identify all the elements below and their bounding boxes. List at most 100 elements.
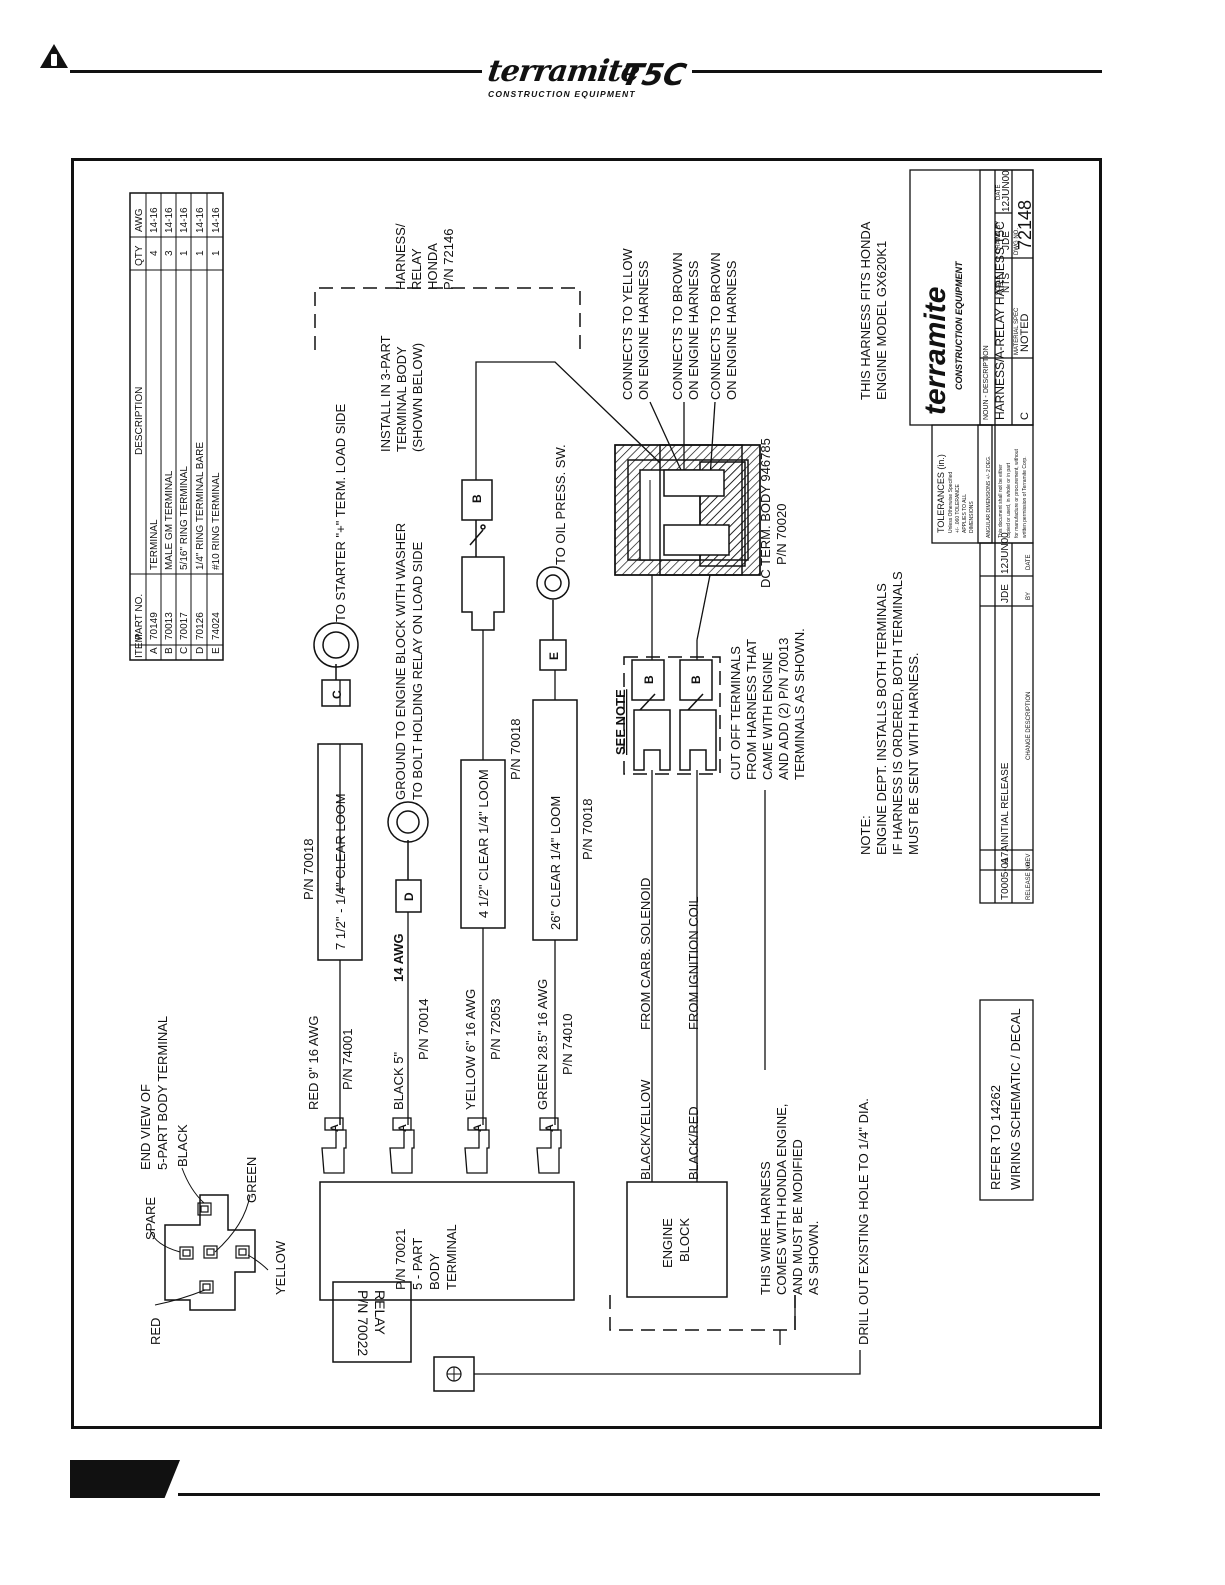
fits-note-1: THIS HARNESS FITS HONDA — [858, 221, 873, 400]
green-wire-pn: P/N 74010 — [560, 1014, 575, 1075]
honda-note-4: AS SHOWN. — [806, 1221, 821, 1295]
drawing-frame — [71, 158, 1102, 1429]
cutoff-note-5: TERMINALS AS SHOWN. — [792, 628, 807, 780]
dc-terminal-body — [614, 444, 761, 576]
drill-note: DRILL OUT EXISTING HOLE TO 1/4" DIA. — [856, 1098, 871, 1345]
parts-row-d-desc: 1/4" RING TERMINAL BARE — [195, 442, 206, 570]
engine-note-4: MUST BE SENT WITH HARNESS. — [906, 653, 921, 856]
engine-block-label-1: ENGINE — [660, 1218, 675, 1268]
install-note-3: (SHOWN BELOW) — [410, 343, 425, 452]
black-wire-pn: P/N 70014 — [416, 999, 431, 1060]
ring-terminal-d — [387, 801, 429, 913]
engine-note-1: NOTE: — [858, 815, 873, 855]
proprietary-line-3: for manufacture or procurement, without — [1014, 448, 1020, 538]
ground-destination-2: TO BOLT HOLDING RELAY ON LOAD SIDE — [410, 542, 425, 800]
tolerances-line-2: +/- .060 TOLERANCE — [955, 483, 961, 533]
install-note-2: TERMINAL BODY — [394, 346, 409, 452]
dc-body-label-1: DC TERM. BODY 946785 — [758, 438, 773, 588]
title-block-rev-letter: C — [1019, 412, 1031, 420]
tolerances-line-3: APPLIES TO ALL — [962, 494, 968, 533]
red-wire-spec: RED 9" 16 AWG — [306, 1016, 321, 1110]
body-terminal-5part: 5 - PART — [410, 1238, 425, 1290]
honda-note-1: THIS WIRE HARNESS — [758, 1161, 773, 1295]
yellow-loom-pn: P/N 70018 — [508, 719, 523, 780]
terminal-letter-c: C — [330, 690, 344, 699]
title-block-material-label: MATERIAL SPEC — [1014, 307, 1020, 355]
parts-row-c-item: C — [179, 647, 190, 654]
parts-row-b-desc: MALE GM TERMINAL — [164, 470, 175, 570]
ring-terminal-c — [313, 622, 359, 707]
revision-header-release: RELEASE NO. — [1026, 860, 1032, 900]
parts-row-c-qty: 1 — [179, 250, 190, 256]
parts-row-d-item: D — [195, 647, 206, 654]
parts-table: ITEM PART NO. DESCRIPTION QTY AWG A 7014… — [129, 192, 224, 661]
parts-row-d-qty: 1 — [195, 250, 206, 256]
parts-header-partno: PART NO. — [134, 594, 145, 640]
red-loom-label: 7 1/2" - 1/4" CLEAR LOOM — [333, 793, 348, 950]
title-block-material: NOTED — [1019, 313, 1031, 352]
install-note-1: INSTALL IN 3-PART — [378, 335, 393, 452]
engine-block: ENGINE BLOCK — [626, 1181, 728, 1298]
parts-row-c-awg: 14-16 — [179, 207, 190, 233]
relay: RELAY P/N 70022 — [332, 1281, 475, 1392]
body-terminal-body: BODY — [427, 1253, 442, 1290]
ground-destination-1: GROUND TO ENGINE BLOCK WITH WASHER — [393, 523, 408, 800]
terminal-a-black — [389, 1117, 415, 1174]
connects-yellow-2: ON ENGINE HARNESS — [636, 260, 651, 400]
parts-row-d-awg: 14-16 — [195, 207, 206, 233]
parts-row-c-part: 70017 — [179, 612, 190, 640]
title-block-drawn-label: DRAWN BY — [996, 221, 1002, 253]
engine-note-2: ENGINE DEPT. INSTALLS BOTH TERMINALS — [874, 583, 889, 855]
terminal-letter-a-black: A — [397, 1124, 409, 1132]
revision-by: JDE — [1000, 584, 1011, 603]
see-note-enclosure — [623, 656, 721, 775]
title-block-noun-label: NOUN - DESCRIPTION — [983, 345, 990, 420]
end-view-label-spare: SPARE — [143, 1197, 158, 1240]
wires — [339, 361, 861, 1375]
tolerances-line-1: Unless Otherwise Specified — [948, 472, 954, 533]
title-block-scale-label: SCALE — [996, 275, 1002, 295]
parts-row-a-item: A — [149, 647, 160, 654]
harness-enclosure-bottom — [609, 1295, 796, 1331]
fits-note-2: ENGINE MODEL GX620K1 — [874, 241, 889, 400]
parts-row-c-desc: 5/16" RING TERMINAL — [179, 466, 190, 570]
terminal-letter-d: D — [402, 892, 416, 901]
terminal-letter-a-green: A — [544, 1124, 556, 1132]
starter-destination: TO STARTER "+" TERM. LOAD SIDE — [333, 404, 348, 622]
refer-note-2: WIRING SCHEMATIC / DECAL — [1008, 1008, 1023, 1190]
page-tab — [70, 1460, 180, 1498]
connects-brown-1: CONNECTS TO BROWN — [670, 252, 685, 400]
revision-header-change: CHANGE DESCRIPTION — [1026, 692, 1032, 760]
male-terminal-b-yellow — [461, 479, 505, 631]
dc-body-label-2: P/N 70020 — [774, 504, 789, 565]
red-wire-pn: P/N 74001 — [340, 1029, 355, 1090]
tolerances-title: TOLERANCES (in.) — [936, 454, 946, 533]
header-rule-right — [692, 70, 1102, 73]
terminal-a-green — [536, 1117, 562, 1174]
revision-header-date: DATE — [1026, 554, 1032, 570]
terminal-letter-e: E — [547, 652, 561, 660]
refer-note-1: REFER TO 14262 — [988, 1085, 1003, 1190]
revision-date: 12JUN00 — [1000, 532, 1011, 574]
end-view-label-green: GREEN — [244, 1157, 259, 1203]
end-view-label-red: RED — [148, 1318, 163, 1345]
tolerances-line-4: DIMENSIONS — [969, 501, 975, 533]
parts-header-awg: AWG — [134, 208, 145, 232]
yellow-loom — [460, 759, 506, 929]
yellow-wire-spec: YELLOW 6" 16 AWG — [463, 989, 478, 1110]
cutoff-note-1: CUT OFF TERMINALS — [728, 646, 743, 780]
body-terminal-pn: P/N 70021 — [393, 1229, 408, 1290]
tolerances-line-5: ANGULAR DIMENSIONS +/- 2 DEG. — [986, 456, 992, 538]
end-view-label-black: BLACK — [175, 1124, 190, 1167]
parts-row-e-desc: #10 RING TERMINAL — [211, 472, 222, 570]
terminal-letter-a-red: A — [329, 1124, 341, 1132]
red-loom — [317, 743, 363, 961]
end-view-title-2: 5-PART BODY TERMINAL — [155, 1016, 170, 1170]
revision-rev: A — [1000, 857, 1011, 864]
five-part-body-terminal: P/N 70021 5 - PART BODY TERMINAL — [319, 1181, 575, 1301]
title-block-scale: NTS — [1001, 273, 1012, 293]
oil-destination: TO OIL PRESS. SW. — [553, 444, 568, 565]
title-block-date: 12JUN00 — [1001, 170, 1012, 212]
terminal-a-red — [321, 1117, 347, 1174]
see-note-label: SEE NOTE — [613, 689, 628, 755]
